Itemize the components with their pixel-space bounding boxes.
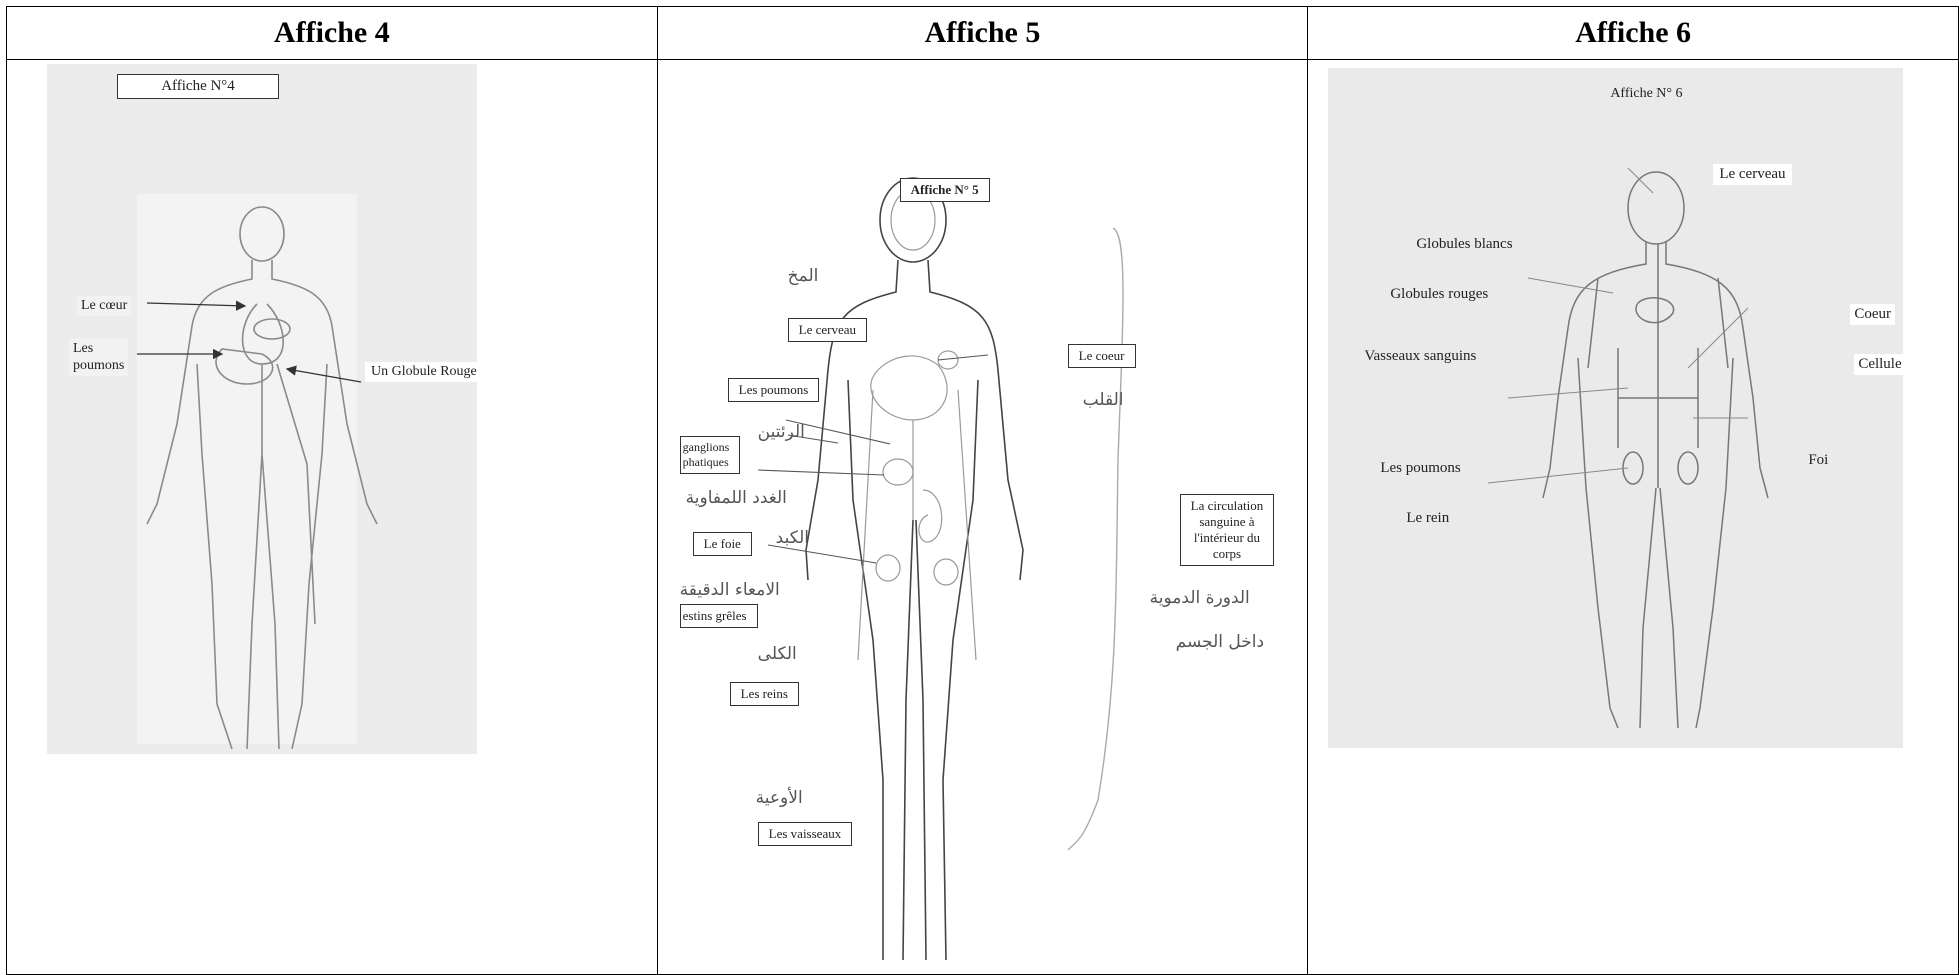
label-intestins: estins grêles: [680, 604, 758, 628]
label-coeur: Coeur: [1850, 304, 1895, 325]
label-globules-blancs: Globules blancs: [1416, 236, 1512, 253]
arabic-ghudad: الغدد اللمفاوية: [686, 488, 787, 508]
poster-5-cell: Affiche N° 5 Le cerveau Les poumons gang…: [657, 60, 1308, 975]
header-row: Affiche 4 Affiche 5 Affiche 6: [7, 7, 1959, 60]
poster-4-arrows: [7, 60, 657, 974]
label-reins: Les reins: [730, 682, 799, 706]
label-poumons: Les poumons: [1380, 460, 1460, 477]
arabic-riatan: الرئتين: [758, 422, 805, 442]
posters-table: Affiche 4 Affiche 5 Affiche 6: [6, 6, 1959, 975]
arabic-amaa: الامعاء الدقيقة: [680, 580, 780, 600]
arabic-dakhil: داخل الجسم: [1176, 632, 1264, 652]
poster-4-cell: Affiche N°4 Le cœur Les poumons Un Globu…: [7, 60, 658, 975]
label-foie: Le foie: [693, 532, 752, 556]
header-affiche-6: Affiche 6: [1308, 7, 1959, 60]
arabic-kila: الكلى: [758, 644, 797, 664]
header-affiche-4: Affiche 4: [7, 7, 658, 60]
label-cerveau: Le cerveau: [788, 318, 867, 342]
arabic-qalb: القلب: [1083, 390, 1124, 410]
arabic-kabid: الكبد: [776, 528, 809, 548]
poster-6-scan: [1328, 68, 1903, 748]
label-vaisseaux-sanguins: Vasseaux sanguins: [1364, 348, 1476, 365]
label-circulation: La circulation sanguine à l'intérieur du…: [1180, 494, 1275, 566]
label-foi: Foi: [1808, 452, 1828, 469]
label-ganglions: ganglions phatiques: [680, 436, 741, 474]
poster-6-cell: Affiche N° 6 Le cerveau Globules blancs …: [1308, 60, 1959, 975]
poster-5-title: Affiche N° 5: [900, 178, 990, 202]
poster-6-title: Affiche N° 6: [1610, 86, 1682, 102]
poster-row: Affiche N°4 Le cœur Les poumons Un Globu…: [7, 60, 1959, 975]
label-cerveau: Le cerveau: [1713, 164, 1791, 185]
label-coeur: Le coeur: [1068, 344, 1136, 368]
label-poumons: Les poumons: [728, 378, 820, 402]
arabic-aw3iya: الأوعية: [756, 788, 803, 808]
arabic-dawra: الدورة الدموية: [1150, 588, 1250, 608]
label-vaisseaux: Les vaisseaux: [758, 822, 853, 846]
label-rein: Le rein: [1406, 510, 1449, 527]
arabic-mokh: المخ: [788, 266, 819, 286]
label-cellule: Cellule: [1854, 354, 1905, 375]
header-affiche-5: Affiche 5: [657, 7, 1308, 60]
label-globules-rouges: Globules rouges: [1390, 286, 1488, 303]
poster-6-body-drawing: [1328, 68, 1903, 748]
